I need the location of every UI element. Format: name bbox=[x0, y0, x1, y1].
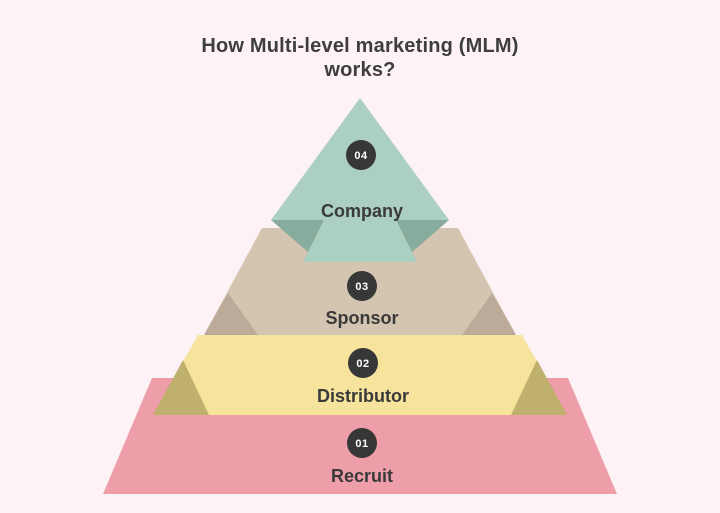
label-sponsor: Sponsor bbox=[325, 308, 398, 328]
pyramid-level-company-arrow bbox=[271, 98, 449, 262]
badge-number-03: 03 bbox=[355, 281, 368, 293]
badge-level-04: 04 bbox=[346, 140, 376, 170]
label-distributor: Distributor bbox=[317, 386, 409, 406]
badge-circle-01 bbox=[347, 428, 377, 458]
page-title-line-1: How Multi-level marketing (MLM) bbox=[201, 35, 519, 57]
distributor-fold-right bbox=[511, 360, 567, 415]
label-company: Company bbox=[321, 201, 403, 221]
badge-number-04: 04 bbox=[354, 150, 368, 162]
company-fold-left bbox=[271, 220, 324, 252]
badge-level-03: 03 bbox=[347, 271, 377, 301]
badge-circle-03 bbox=[347, 271, 377, 301]
badge-circle-02 bbox=[348, 348, 378, 378]
distributor-fold-left bbox=[153, 360, 209, 415]
badge-number-01: 01 bbox=[355, 438, 368, 450]
company-fold-right bbox=[396, 220, 449, 252]
sponsor-fold-left bbox=[204, 293, 258, 335]
page-title-line-2: works? bbox=[324, 59, 396, 81]
label-recruit: Recruit bbox=[331, 466, 393, 486]
sponsor-fold-right bbox=[462, 293, 516, 335]
badge-number-02: 02 bbox=[356, 358, 369, 370]
badge-level-02: 02 bbox=[348, 348, 378, 378]
badge-level-01: 01 bbox=[347, 428, 377, 458]
badge-circle-04 bbox=[346, 140, 376, 170]
page-title: How Multi-level marketing (MLM) works? bbox=[0, 34, 720, 82]
